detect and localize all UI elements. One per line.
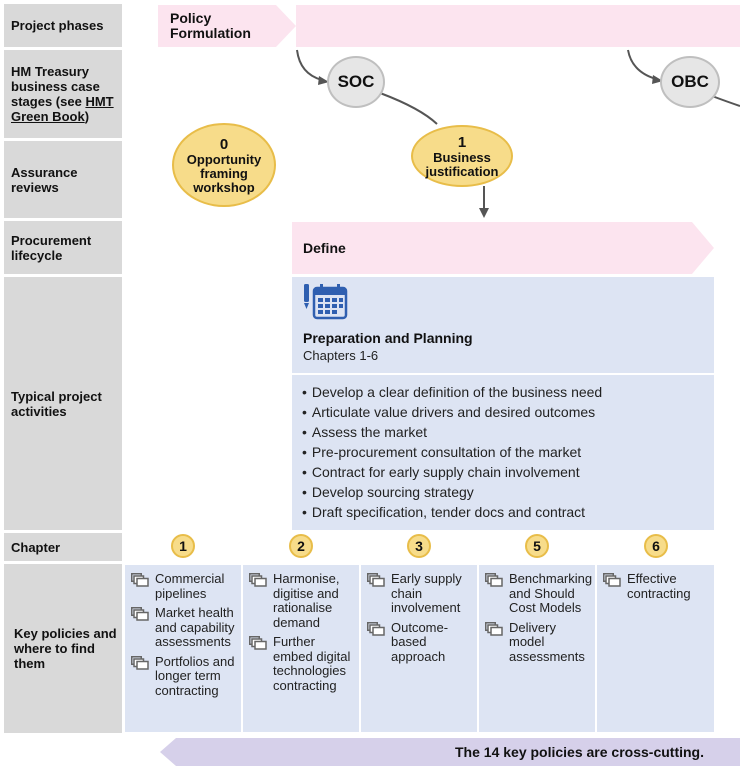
row-label-project-phases: Project phases — [4, 4, 122, 47]
policy-item: Harmonise, digitise and rationalise dema… — [249, 571, 355, 630]
review-1-circle: 1 Business justification — [411, 125, 513, 187]
book-icon — [367, 573, 385, 587]
key-policies-column-2: Harmonise, digitise and rationalise dema… — [243, 565, 359, 732]
book-icon — [131, 607, 149, 621]
row-label-hmt-stages: HM Treasury business case stages (see HM… — [4, 50, 122, 138]
chapter-badge-3: 3 — [407, 534, 431, 558]
policy-item: Market health and capability assessments — [131, 605, 237, 650]
stage-obc: OBC — [660, 56, 720, 108]
row-label-activities: Typical project activities — [4, 277, 122, 530]
book-icon — [131, 655, 149, 670]
activities-title: Preparation and Planning — [303, 330, 473, 346]
review-0-label: Opportunity framing workshop — [186, 151, 262, 195]
key-policies-column-6: Effective contracting — [597, 565, 714, 732]
policy-item: Commercial pipelines — [131, 571, 237, 601]
book-icon — [603, 573, 621, 587]
policy-item: Delivery model assessments — [485, 620, 591, 665]
activity-item: Draft specification, tender docs and con… — [302, 502, 602, 522]
book-icon — [249, 636, 267, 650]
key-policies-column-3: Early supply chain involvement Outcome-b… — [361, 565, 477, 732]
review-1-number: 1 — [457, 133, 467, 151]
footer-cross-cutting-band: The 14 key policies are cross-cutting. — [160, 738, 740, 766]
procurement-define-label: Define — [303, 240, 346, 256]
phase-next-band — [296, 5, 740, 47]
stage-soc: SOC — [327, 56, 385, 108]
phase-policy-label: Policy Formulation — [170, 10, 251, 41]
activities-header-panel: Preparation and Planning Chapters 1-6 — [292, 277, 714, 373]
row-label-key-policies: Key policies and where to find them — [4, 564, 122, 733]
policy-item: Portfolios and longer term contracting — [131, 654, 237, 699]
phase-policy-arrow: Policy Formulation — [158, 5, 298, 47]
footer-text: The 14 key policies are cross-cutting. — [455, 744, 704, 760]
activity-item: Develop sourcing strategy — [302, 482, 602, 502]
key-policies-column-5: Benchmarking and Should Cost Models Deli… — [479, 565, 595, 732]
book-icon — [485, 621, 503, 636]
review-0-number: 0 — [219, 135, 229, 153]
policy-item: Effective contracting — [603, 571, 710, 601]
row-label-assurance: Assurance reviews — [4, 141, 122, 218]
activities-list: Develop a clear definition of the busine… — [302, 382, 602, 522]
key-policies-column-1: Commercial pipelines Market health and c… — [125, 565, 241, 732]
book-icon — [367, 621, 385, 636]
review-1-label: Business justification — [425, 149, 499, 179]
book-icon — [485, 573, 503, 587]
activity-item: Pre-procurement consultation of the mark… — [302, 442, 602, 462]
policy-item: Outcome-based approach — [367, 620, 473, 665]
activities-bullets-panel: Develop a clear definition of the busine… — [292, 375, 714, 530]
activity-item: Articulate value drivers and desired out… — [302, 402, 602, 422]
chapter-badge-6: 6 — [644, 534, 668, 558]
hmt-green-book-link[interactable]: HMT Green Book — [11, 94, 114, 124]
policy-item: Benchmarking and Should Cost Models — [485, 571, 592, 616]
procurement-define-arrow: Define — [292, 222, 714, 274]
book-icon — [131, 573, 149, 587]
activity-item: Develop a clear definition of the busine… — [302, 382, 602, 402]
chapter-badge-1: 1 — [171, 534, 195, 558]
row-label-procurement: Procurement lifecycle — [4, 221, 122, 274]
row-label-chapter: Chapter — [4, 533, 122, 561]
activity-item: Contract for early supply chain involvem… — [302, 462, 602, 482]
review-0-circle: 0 Opportunity framing workshop — [172, 123, 276, 207]
policy-item: Further embed digital technologies contr… — [249, 634, 355, 693]
activity-item: Assess the market — [302, 422, 602, 442]
book-icon — [249, 573, 267, 587]
calendar-planning-icon — [302, 282, 350, 325]
chapter-badge-2: 2 — [289, 534, 313, 558]
chapter-badge-5: 5 — [525, 534, 549, 558]
policy-item: Early supply chain involvement — [367, 571, 473, 616]
activities-subtitle: Chapters 1-6 — [303, 348, 379, 363]
